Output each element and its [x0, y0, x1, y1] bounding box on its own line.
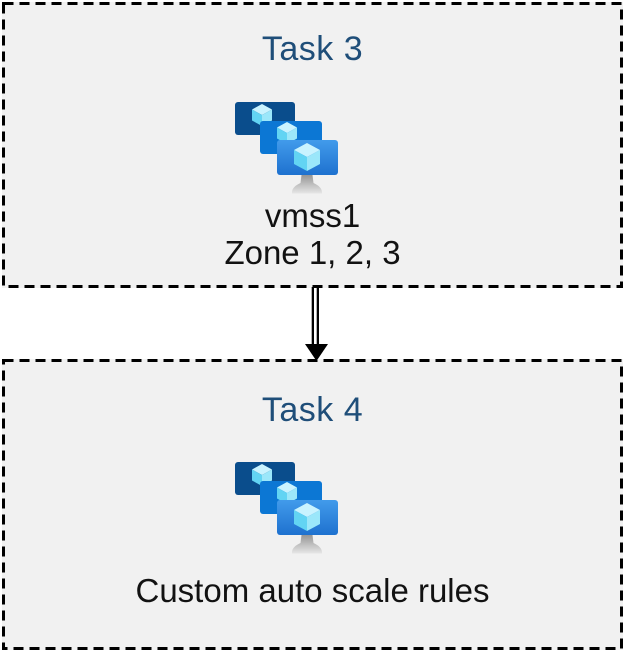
task3-label: vmss1 Zone 1, 2, 3	[2, 197, 623, 271]
vmss-name: vmss1	[264, 197, 361, 234]
task4-title: Task 4	[261, 391, 364, 429]
task3-title: Task 3	[261, 30, 364, 68]
vmss-zones: Zone 1, 2, 3	[224, 234, 401, 271]
arrow-down-icon	[305, 287, 328, 361]
task4-label: Custom auto scale rules	[2, 572, 623, 609]
dashed-border	[2, 359, 623, 650]
dashed-border	[2, 2, 623, 288]
vm-scale-sets-icon	[235, 100, 339, 198]
task3-box: Task 3	[2, 2, 623, 288]
autoscale-rules-text: Custom auto scale rules	[135, 572, 490, 609]
task4-box: Task 4	[2, 359, 623, 650]
vm-scale-sets-icon	[235, 460, 339, 558]
